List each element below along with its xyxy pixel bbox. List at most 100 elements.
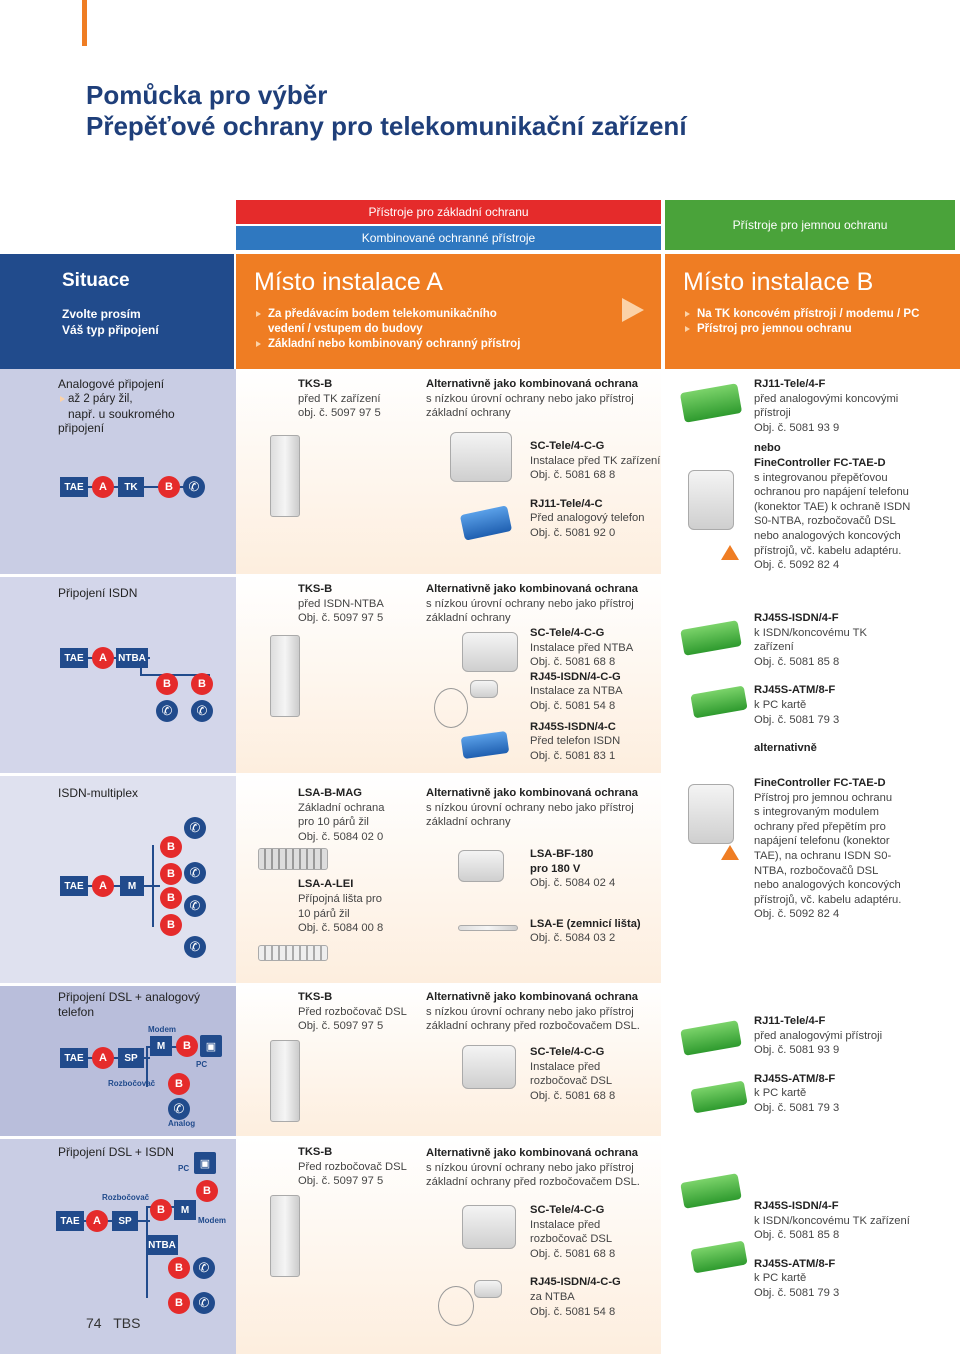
row5-situation-bg [0,1139,250,1354]
row1-location-a-product: TKS-B před TK zařízení obj. č. 5097 97 5 [298,378,381,420]
row4-location-b-products: RJ11-Tele/4-F před analogovými přístroji… [754,1015,883,1114]
splitter-box: SP [112,1211,138,1231]
row3-location-a-product: LSA-B-MAG Základní ochrana pro 10 párů ž… [298,787,385,935]
row3-situation: ISDN-multiplex [58,786,139,800]
tks-b-device-image [270,1040,300,1122]
sc-tele-device-image [462,1205,516,1249]
tks-b-device-image [270,1195,300,1277]
combined-protection-bar: Kombinované ochranné přístroje [236,226,661,250]
sc-tele-device-image [462,632,518,672]
rj11-tele-f-device-image [679,383,743,423]
phone-icon: ✆ [168,1098,190,1120]
finecontroller-device-image [688,784,734,844]
modem-box: M [174,1200,196,1220]
lsa-a-lei-device-image [258,945,328,961]
row1-location-b-products: RJ11-Tele/4-F před analogovými koncovými… [754,378,911,572]
row2-situation: Připojení ISDN [58,586,138,600]
point-b-marker: B [160,887,182,909]
row5-situation: Připojení DSL + ISDN [58,1145,174,1159]
row1-location-a-bg [236,369,661,574]
point-b-marker: B [160,863,182,885]
lsa-e-device-image [458,925,518,931]
row3-combined-products: LSA-BF-180 pro 180 V Obj. č. 5084 02 4 L… [530,848,641,945]
sc-tele-device-image [450,432,512,482]
tae-box: TAE [56,1211,84,1231]
basic-protection-bar: Přístroje pro základní ochranu [236,200,661,224]
rj45s-isdn-f-device-image [680,620,742,656]
pc-icon: ▣ [200,1035,222,1057]
row1-situation-bg [0,369,250,574]
brand-label: TBS [113,1315,141,1331]
row2-combined-products: SC-Tele/4-C-G Instalace před NTBA Obj. č… [530,627,634,762]
phone-icon: ✆ [193,1292,215,1314]
row4-location-a-bg [236,986,661,1136]
row2-location-a-product: TKS-B před ISDN-NTBA Obj. č. 5097 97 5 [298,583,384,625]
row5-location-b-products: RJ45S-ISDN/4-F k ISDN/koncovému TK zaříz… [754,1200,910,1299]
phone-icon: ✆ [183,476,205,498]
fine-protection-bar: Přístroje pro jemnou ochranu [665,200,955,250]
finecontroller-device-image [688,470,734,530]
lsa-b-mag-device-image [258,848,328,870]
tae-box: TAE [60,648,88,668]
row2-location-a-bg [236,577,661,773]
page-title: Pomůcka pro výběr Přepěťové ochrany pro … [86,80,687,141]
row1-situation: Analogové připojení až 2 páry žil, např.… [58,377,175,436]
tae-box: TAE [60,1048,88,1068]
phone-icon: ✆ [156,700,178,722]
point-b-marker: B [176,1035,198,1057]
ntba-box: NTBA [116,648,148,668]
row5-location-a-product: TKS-B Před rozbočovač DSL Obj. č. 5097 9… [298,1146,407,1188]
header-location-a: Místo instalace A Za předávacím bodem te… [236,254,661,369]
sc-tele-device-image [462,1045,516,1089]
orange-accent-bar [82,0,87,46]
splitter-box: SP [118,1048,144,1068]
row3-location-b-products: FineController FC-TAE-D Přístroj pro jem… [754,777,902,921]
page-number: 74 TBS [86,1315,141,1331]
row4-combined-products: SC-Tele/4-C-G Instalace před rozbočovač … [530,1046,616,1102]
point-b-marker: B [168,1073,190,1095]
point-a-marker: A [86,1210,108,1232]
point-b-marker: B [168,1292,190,1314]
multiplex-box: M [120,876,144,896]
warning-icon [721,545,739,560]
row2-situation-bg [0,577,250,773]
point-b-marker: B [196,1180,218,1202]
rj45s-atm-device-image [690,1240,748,1274]
tks-b-device-image [270,435,300,517]
pc-icon: ▣ [194,1152,216,1174]
phone-icon: ✆ [184,936,206,958]
point-a-marker: A [92,647,114,669]
row4-situation: Připojení DSL + analogový telefon [58,990,200,1019]
point-b-marker: B [160,914,182,936]
rj45s-atm-device-image [690,1080,748,1114]
point-a-marker: A [92,1047,114,1069]
tae-box: TAE [60,477,88,497]
row2-location-b-products: RJ45S-ISDN/4-F k ISDN/koncovému TK zaříz… [754,612,867,755]
point-b-marker: B [150,1199,172,1221]
rj11-tele-f-device-image [680,1020,742,1056]
point-b-marker: B [158,476,180,498]
row5-alternative: Alternativně jako kombinovaná ochrana s … [426,1147,640,1189]
point-b-marker: B [160,836,182,858]
warning-icon [721,845,739,860]
rj45s-atm-device-image [690,685,748,719]
row1-combined-products: SC-Tele/4-C-G Instalace před TK zařízení… [530,440,661,539]
row2-alternative: Alternativně jako kombinovaná ochrana s … [426,583,638,625]
arrow-right-icon [622,298,644,322]
tk-box: TK [118,477,144,497]
point-a-marker: A [92,875,114,897]
tks-b-device-image [270,635,300,717]
row1-alternative: Alternativně jako kombinovaná ochrana s … [426,378,638,420]
header-situation: Situace Zvolte prosím Váš typ připojení [0,254,234,369]
row5-combined-products: SC-Tele/4-C-G Instalace před rozbočovač … [530,1204,621,1318]
header-location-b: Místo instalace B Na TK koncovém přístro… [665,254,960,369]
phone-icon: ✆ [184,862,206,884]
lsa-bf-180-device-image [458,850,504,882]
rj45s-isdn-f-device-image [680,1173,742,1209]
row4-alternative: Alternativně jako kombinovaná ochrana s … [426,991,640,1033]
row4-location-a-product: TKS-B Před rozbočovač DSL Obj. č. 5097 9… [298,991,407,1033]
rj45-isdn-device-image [474,1280,502,1298]
phone-icon: ✆ [184,817,206,839]
rj45-isdn-device-image [470,680,498,698]
row3-alternative: Alternativně jako kombinovaná ochrana s … [426,787,638,829]
